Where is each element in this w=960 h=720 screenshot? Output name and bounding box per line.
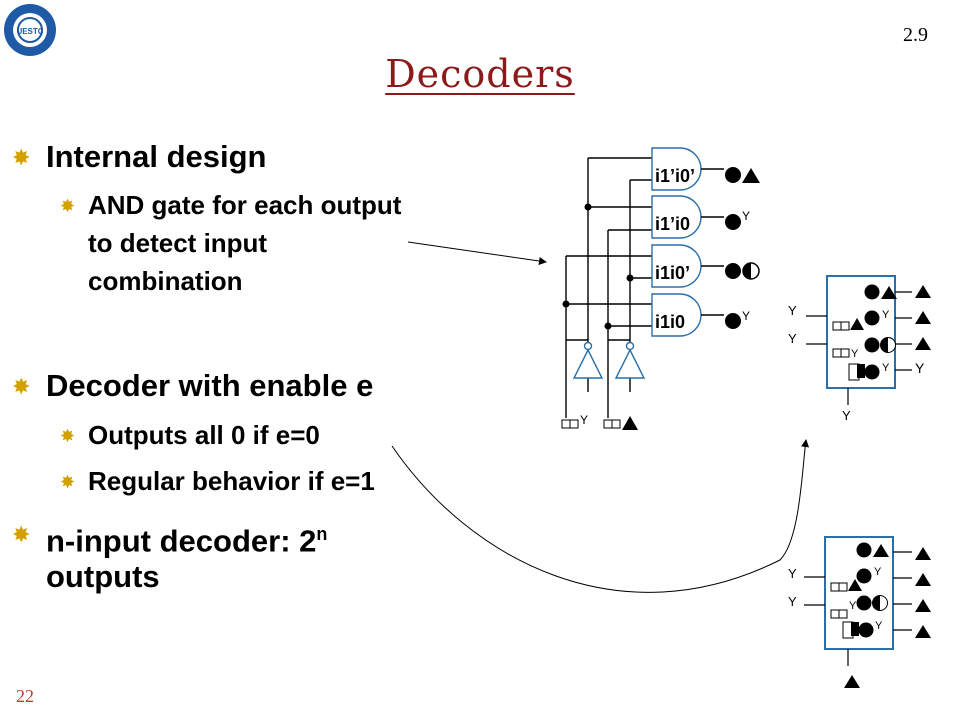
and-gate bbox=[651, 244, 702, 288]
bullet-outputs-cont: outputs bbox=[46, 559, 160, 594]
svg-text:Y: Y bbox=[788, 331, 797, 346]
annotation-arrow bbox=[407, 241, 547, 265]
sub-bullet-outputs-zero: Outputs all 0 if e=0 bbox=[88, 420, 320, 450]
svg-text:Y: Y bbox=[851, 348, 859, 360]
inverter-gate bbox=[614, 348, 646, 379]
gate-label: i1’i0’ bbox=[655, 166, 695, 186]
output-symbol: Y Y bbox=[725, 167, 760, 329]
svg-text:Y: Y bbox=[788, 303, 797, 318]
curved-arrow bbox=[391, 439, 810, 593]
title-text: Decoders bbox=[385, 52, 575, 96]
bullet-internal-design: Internal design bbox=[46, 139, 267, 174]
sub-bullet-continuation: to detect input bbox=[88, 228, 268, 258]
input-symbols: Y bbox=[561, 413, 638, 430]
university-logo: UESTC bbox=[4, 4, 56, 56]
and-gate bbox=[651, 147, 702, 191]
sub-bullet-and-gate: AND gate for each output bbox=[88, 190, 402, 220]
n-input-text: n-input decoder: 2 bbox=[46, 523, 317, 559]
bullet-icon: ✸ bbox=[60, 196, 76, 216]
bullet-icon: ✸ bbox=[12, 145, 31, 170]
bullet-icon: ✸ bbox=[12, 374, 31, 399]
sub-bullet-continuation: combination bbox=[88, 266, 243, 296]
bullet-n-input: n-input decoder: 2n bbox=[46, 515, 327, 560]
page-number: 22 bbox=[16, 686, 34, 706]
svg-text:Y: Y bbox=[874, 566, 882, 578]
inverter-gate bbox=[572, 348, 604, 379]
svg-text:Y: Y bbox=[875, 620, 883, 632]
svg-text:Y: Y bbox=[882, 309, 890, 321]
decoder-block bbox=[824, 536, 894, 650]
page-title: Decoders bbox=[0, 52, 960, 96]
gate-label: i1’i0 bbox=[655, 214, 690, 234]
svg-text:Y: Y bbox=[882, 362, 890, 374]
bullet-icon: ✸ bbox=[12, 522, 31, 547]
superscript-n: n bbox=[316, 524, 328, 544]
and-gate bbox=[651, 195, 702, 239]
svg-text:Y: Y bbox=[742, 309, 750, 323]
svg-text:Y: Y bbox=[788, 594, 797, 609]
gate-label: i1i0 bbox=[655, 312, 685, 332]
bullet-decoder-enable: Decoder with enable e bbox=[46, 368, 374, 403]
and-gate bbox=[651, 293, 702, 337]
decoder-block bbox=[826, 275, 896, 389]
svg-text:Y: Y bbox=[849, 600, 857, 612]
bullet-icon: ✸ bbox=[60, 472, 76, 492]
svg-text:Y: Y bbox=[788, 566, 797, 581]
svg-text:Y: Y bbox=[915, 360, 925, 376]
svg-text:UESTC: UESTC bbox=[16, 27, 43, 36]
svg-text:Y: Y bbox=[742, 209, 750, 223]
gate-label: i1i0’ bbox=[655, 263, 690, 283]
sub-bullet-regular: Regular behavior if e=1 bbox=[88, 466, 375, 496]
svg-text:Y: Y bbox=[580, 413, 588, 427]
slide-section-number: 2.9 bbox=[903, 24, 928, 46]
bullet-icon: ✸ bbox=[60, 426, 76, 446]
svg-text:Y: Y bbox=[842, 408, 851, 423]
